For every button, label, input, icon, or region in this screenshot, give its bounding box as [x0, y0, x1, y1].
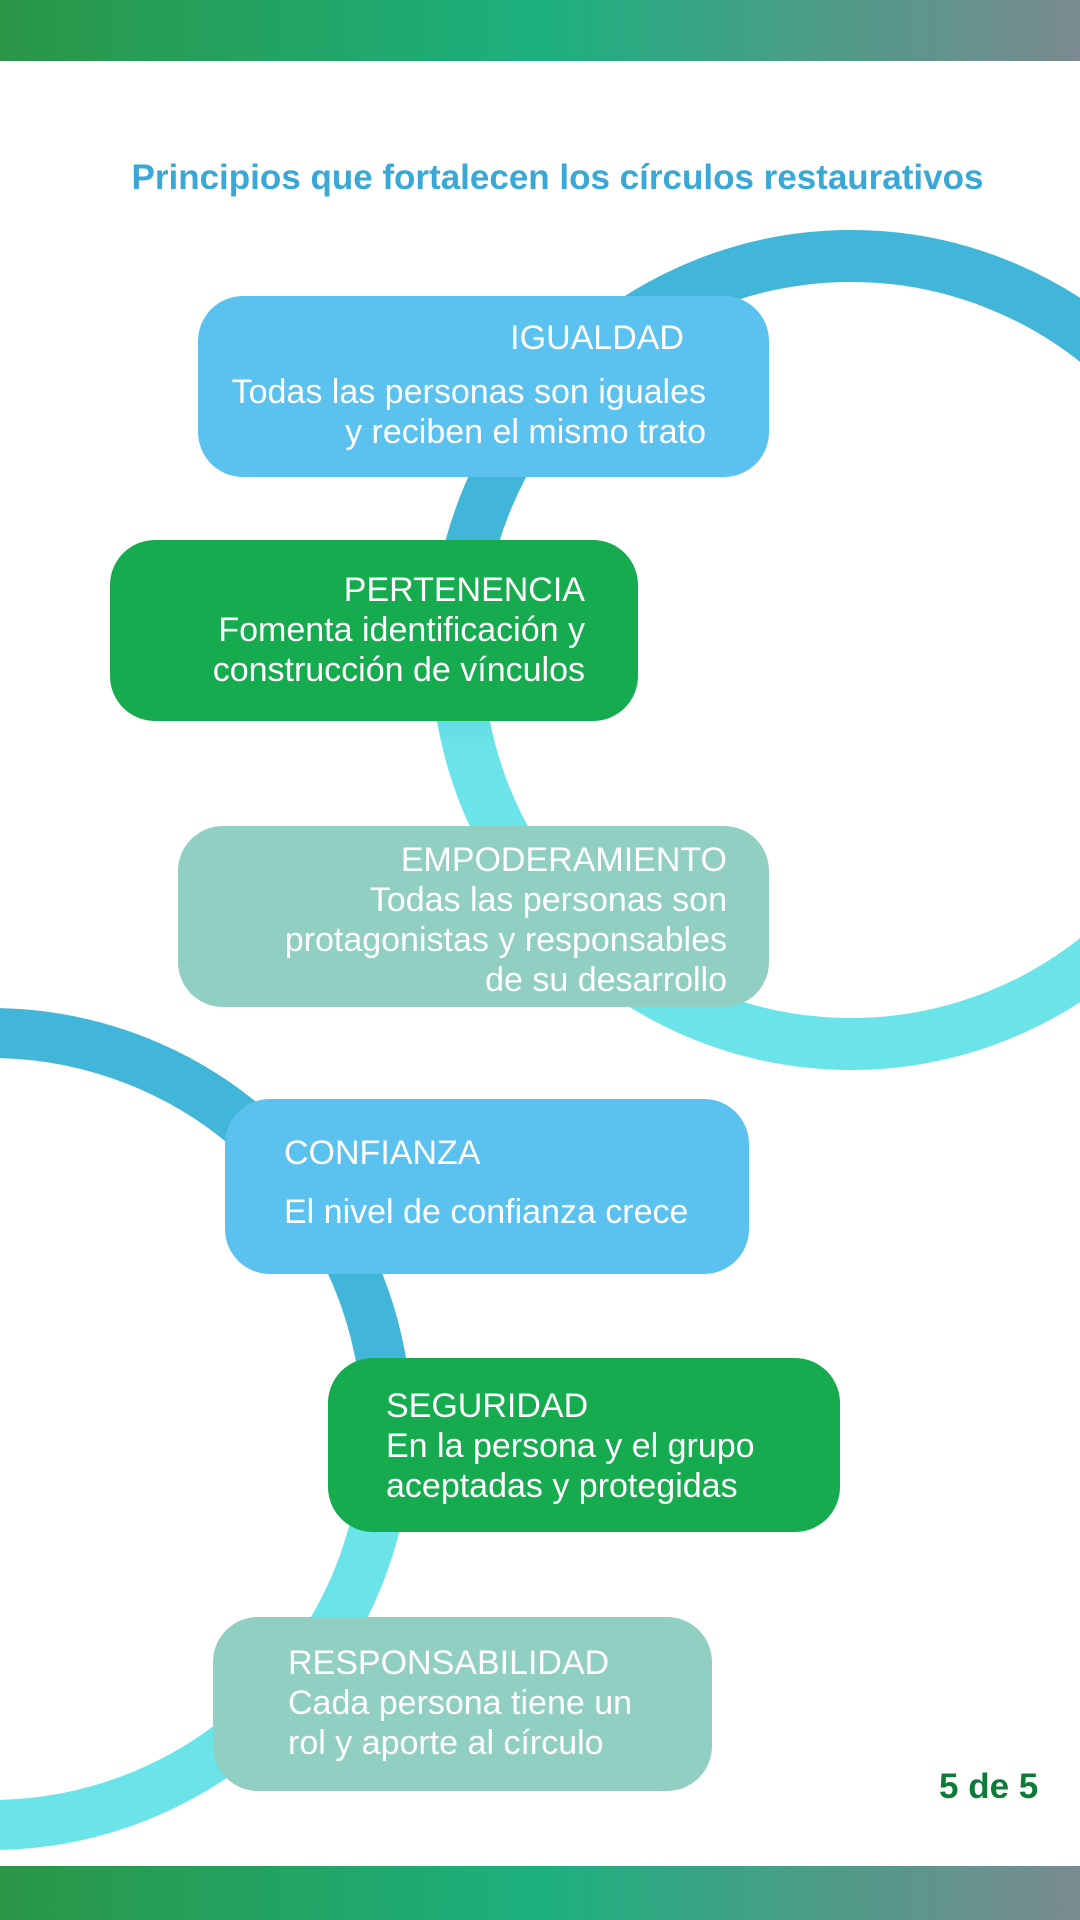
principle-heading: SEGURIDAD: [386, 1387, 589, 1425]
bottom-gradient-bar: [0, 1866, 1080, 1920]
principle-card-responsabilidad: RESPONSABILIDAD Cada persona tiene un ro…: [213, 1617, 712, 1791]
principle-description: El nivel de confianza crece: [284, 1193, 689, 1231]
page-title: Principios que fortalecen los círculos r…: [131, 158, 984, 197]
principle-heading: PERTENENCIA: [343, 571, 585, 609]
principle-card-seguridad: SEGURIDAD En la persona y el grupo acept…: [328, 1358, 840, 1532]
principle-heading: CONFIANZA: [284, 1134, 481, 1172]
principle-card-igualdad: IGUALDAD Todas las personas son iguales …: [198, 296, 769, 477]
principle-card-empoderamiento: EMPODERAMIENTO Todas las personas son pr…: [178, 826, 769, 1007]
principle-description: Cada persona tiene un rol y aporte al cí…: [288, 1684, 633, 1762]
principle-description: En la persona y el grupo aceptadas y pro…: [386, 1427, 755, 1505]
principle-heading: EMPODERAMIENTO: [400, 841, 727, 879]
principle-description: Fomenta identificación y construcción de…: [212, 611, 585, 689]
principle-description: Todas las personas son iguales y reciben…: [231, 373, 706, 451]
principle-description: Todas las personas son protagonistas y r…: [284, 881, 727, 999]
principle-heading: IGUALDAD: [510, 319, 684, 357]
principle-heading: RESPONSABILIDAD: [288, 1644, 610, 1682]
page-indicator: 5 de 5: [939, 1767, 1039, 1806]
principle-card-pertenencia: PERTENENCIA Fomenta identificación y con…: [110, 540, 638, 721]
principle-card-confianza: CONFIANZA El nivel de confianza crece: [225, 1099, 749, 1274]
top-gradient-bar: [0, 0, 1080, 61]
